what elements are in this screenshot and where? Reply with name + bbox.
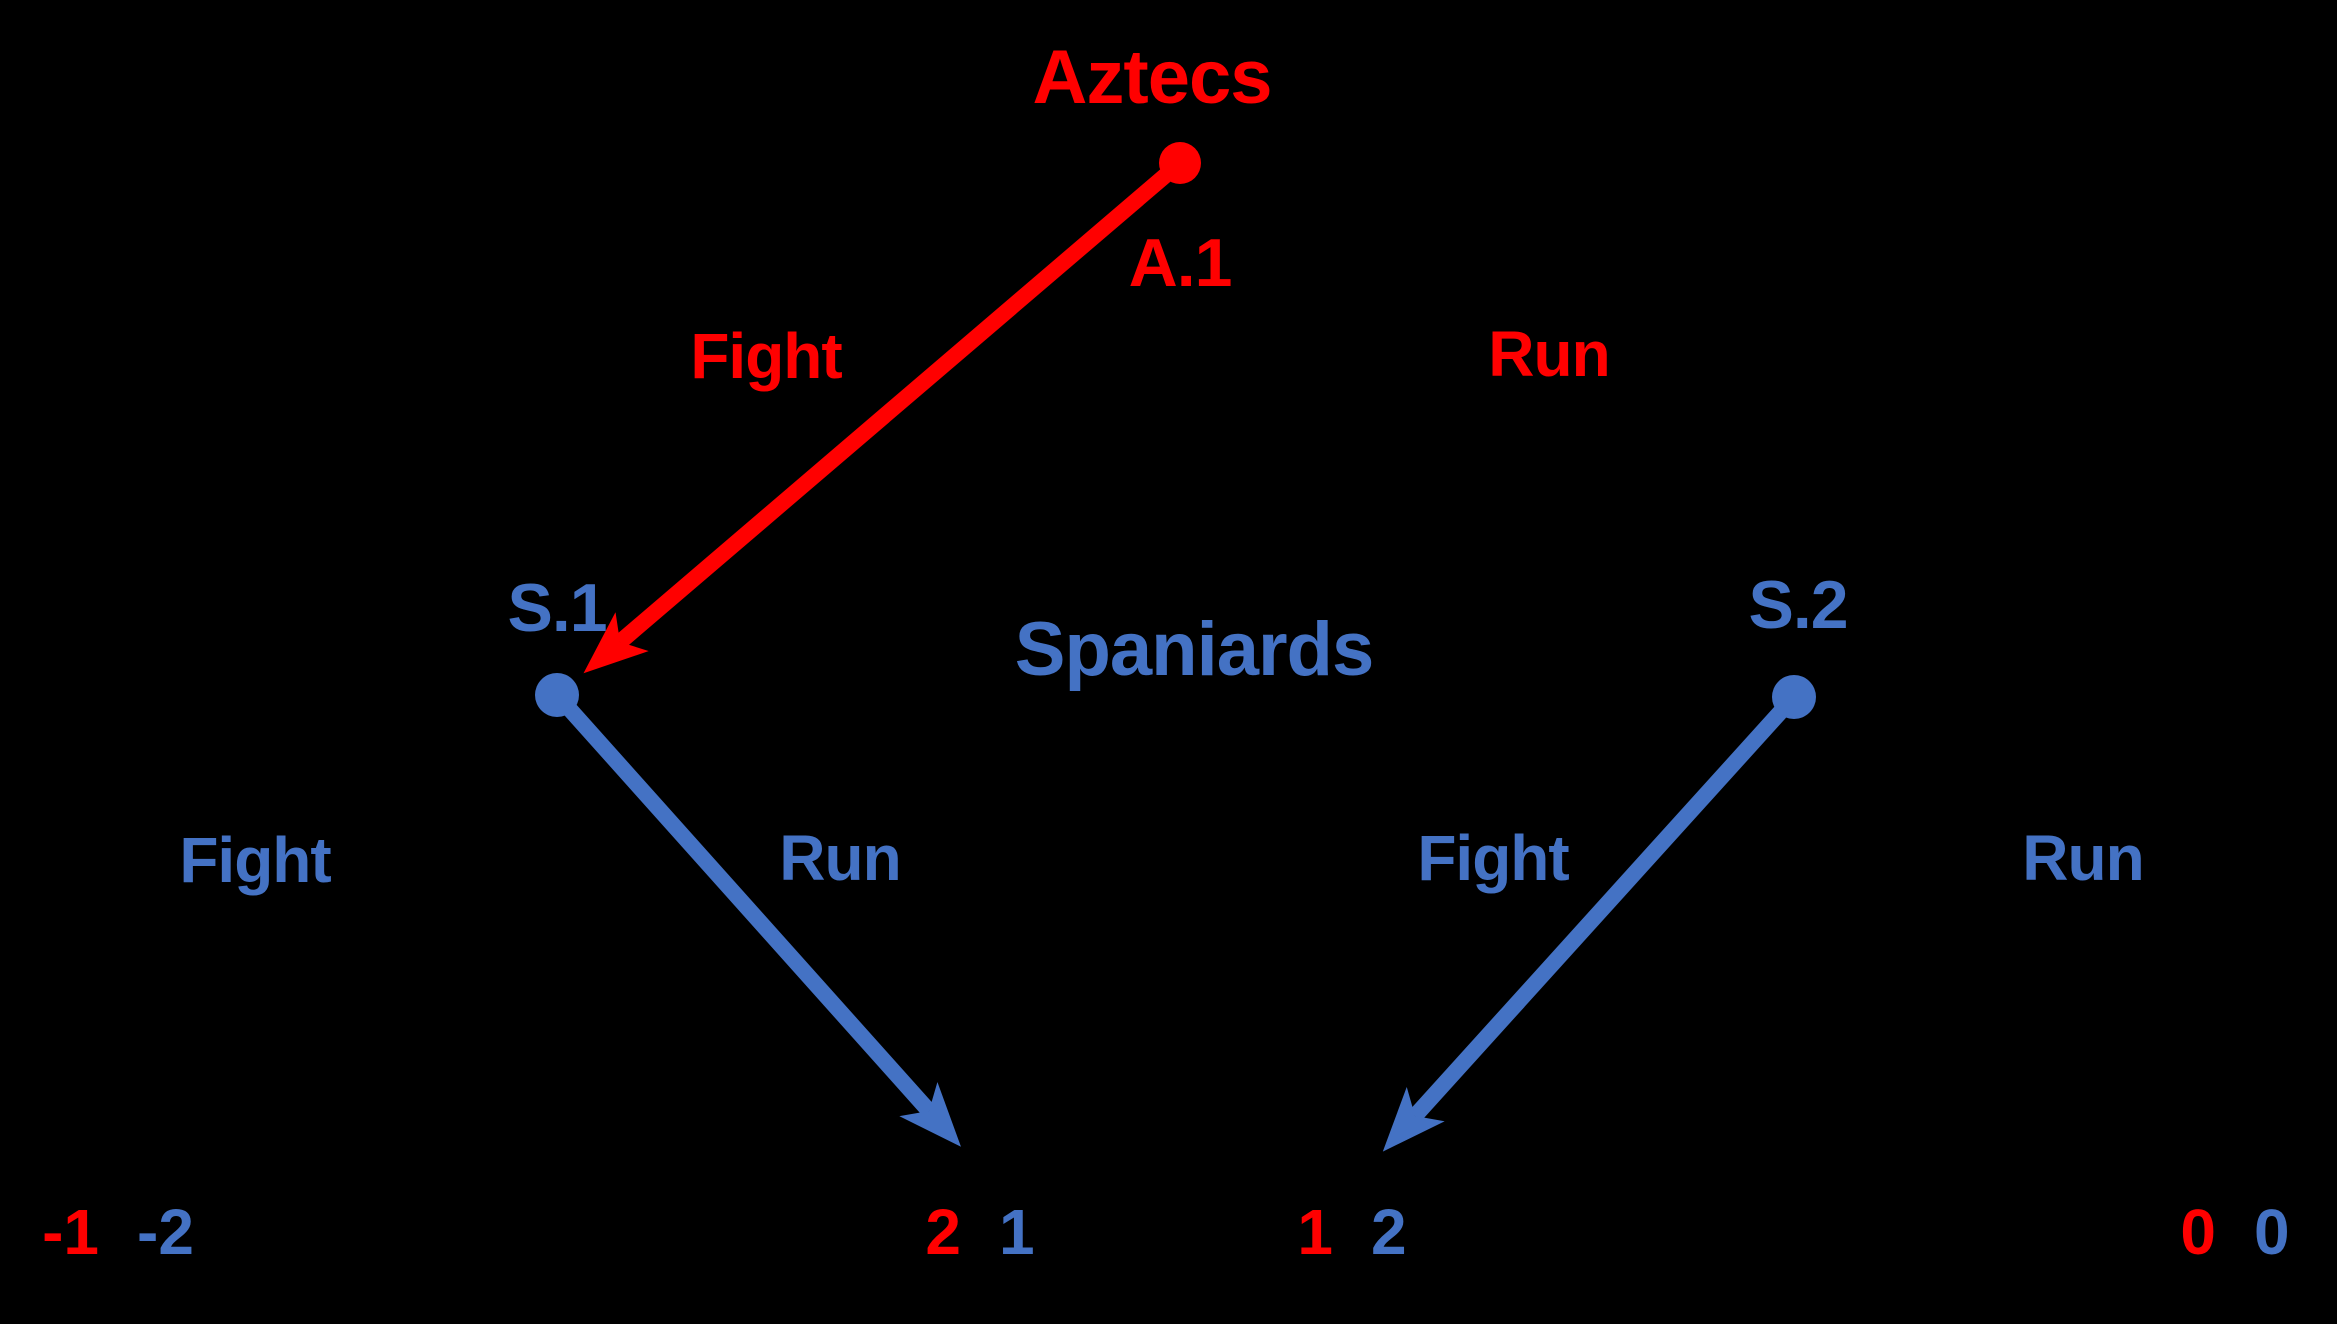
node-label-s2: S.2 — [1748, 567, 1848, 643]
action-label-a1-fight: Fight — [690, 320, 842, 392]
node-label-a1: A.1 — [1128, 225, 1233, 301]
s1-decision-node-dot — [535, 673, 579, 717]
payoff-aztec: 2 — [925, 1196, 961, 1268]
payoff-pair-run-fight: 1 2 — [1297, 1200, 1406, 1264]
action-label-s2-fight: Fight — [1417, 822, 1569, 894]
payoff-aztec: 0 — [2180, 1196, 2216, 1268]
payoff-spaniard: -2 — [137, 1196, 194, 1268]
payoff-pair-fight-run: 2 1 — [925, 1200, 1034, 1264]
fight-arrow-spaniard-s2 — [1382, 691, 1800, 1152]
s2-decision-node-dot — [1772, 675, 1816, 719]
payoff-spaniard: 2 — [1371, 1196, 1407, 1268]
run-arrow-spaniard-s1 — [551, 689, 961, 1147]
action-label-s2-run: Run — [2022, 822, 2144, 894]
a1-decision-node-dot — [1159, 142, 1201, 184]
payoff-aztec: -1 — [42, 1196, 99, 1268]
payoff-pair-fight-fight: -1 -2 — [42, 1200, 194, 1264]
payoff-spaniard: 0 — [2254, 1196, 2290, 1268]
payoff-aztec: 1 — [1297, 1196, 1333, 1268]
action-label-a1-run: Run — [1488, 318, 1610, 390]
node-label-s1: S.1 — [507, 570, 607, 646]
action-label-s1-run: Run — [779, 822, 901, 894]
aztecs-title: Aztecs — [1032, 35, 1273, 120]
action-label-s1-fight: Fight — [179, 824, 331, 896]
spaniards-title: Spaniards — [1014, 607, 1374, 692]
fight-arrow-aztec — [583, 156, 1186, 674]
payoff-pair-run-run: 0 0 — [2180, 1200, 2289, 1264]
payoff-spaniard: 1 — [999, 1196, 1035, 1268]
